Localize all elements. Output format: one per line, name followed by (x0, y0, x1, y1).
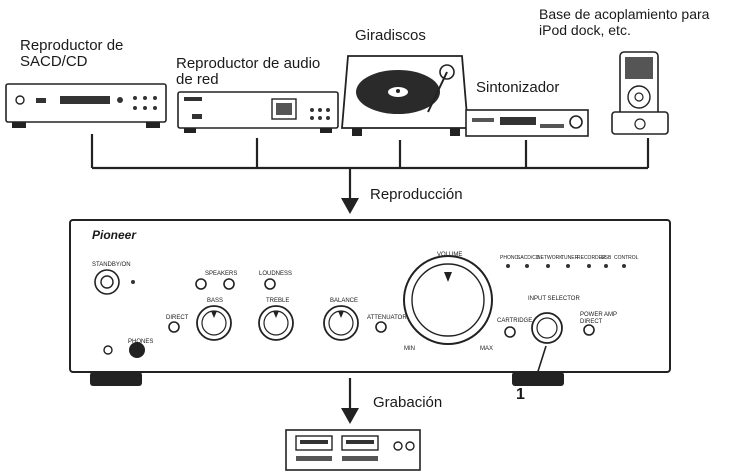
standby-label: STANDBY/ON (92, 262, 131, 268)
input-network-label: NETWORK (537, 255, 563, 261)
input-selector-label: INPUT SELECTOR (528, 296, 580, 302)
playback-label: Reproducción (370, 186, 463, 203)
ipod-dock-icon (611, 51, 669, 135)
input-tuner-label: TUNER (561, 255, 579, 261)
input-control-label: CONTROL (614, 255, 639, 261)
cartridge-label: CARTRIDGE (497, 318, 533, 324)
tuner-icon (465, 109, 589, 137)
power-amp-direct-label: POWER AMP DIRECT (580, 312, 618, 325)
input-usb-label: USB (601, 255, 612, 261)
turntable-label: Giradiscos (355, 27, 426, 44)
sacd-cd-player-icon (5, 83, 167, 128)
attenuator-label: ATTENUATOR (367, 315, 407, 321)
turntable-icon (341, 55, 469, 136)
network-player-label: Reproductor de audio de red (176, 55, 321, 88)
amplifier-icon (69, 219, 671, 386)
recording-label: Grabación (373, 394, 443, 411)
callout-number: 1 (516, 386, 525, 403)
volume-label: VOLUME (437, 252, 463, 258)
phones-label: PHONES (128, 339, 154, 345)
signal-bus (90, 134, 650, 200)
recording-arrow-icon (341, 408, 359, 424)
treble-label: TREBLE (266, 298, 290, 304)
speakers-label: SPEAKERS (205, 271, 238, 277)
bass-label: BASS (207, 298, 224, 304)
balance-label: BALANCE (330, 298, 359, 304)
network-player-icon (177, 91, 339, 133)
sacd-cd-label: Reproductor de SACD/CD (20, 37, 124, 70)
recorder-icon (285, 429, 421, 471)
tuner-label: Sintonizador (476, 79, 560, 96)
loudness-label: LOUDNESS (259, 271, 293, 277)
volume-min-label: MIN (404, 346, 415, 352)
input-sacd-label: SACD/CD (517, 255, 540, 261)
input-phono-label: PHONO (500, 255, 519, 261)
brand-logo: Pioneer (92, 228, 137, 242)
dock-label: Base de acoplamiento para iPod dock, etc… (539, 6, 710, 38)
volume-max-label: MAX (480, 346, 494, 352)
input-recorder-label: RECORDER (577, 255, 606, 261)
direct-label: DIRECT (166, 315, 189, 321)
playback-arrow-icon (341, 198, 359, 214)
